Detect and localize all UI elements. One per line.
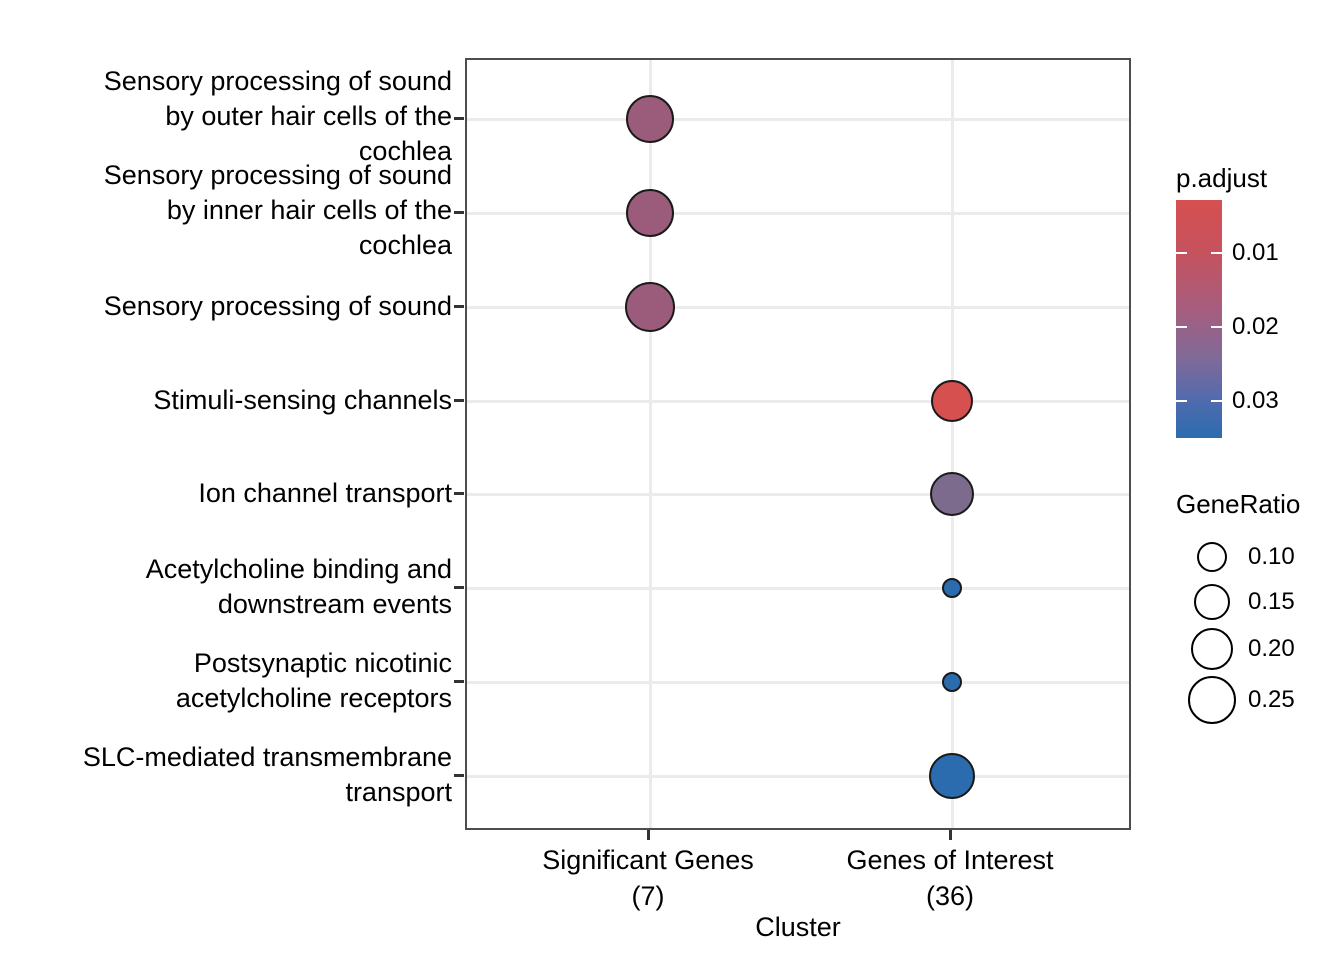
legend-size-label-2: 0.20 [1248, 635, 1295, 662]
gridline-h-2 [467, 306, 1129, 309]
legend-size-circle-2 [1191, 628, 1233, 670]
y-tick-3 [454, 399, 464, 402]
y-axis-label-3: Stimuli-sensing channels [153, 385, 452, 415]
y-axis-label-7: SLC-mediated transmembrane transport [82, 742, 452, 807]
gridline-v-0 [649, 60, 652, 828]
plot-panel [465, 58, 1131, 830]
data-point-5[interactable] [942, 578, 962, 598]
gridline-h-3 [467, 400, 1129, 403]
colorbar-tick-1-right [1211, 326, 1222, 328]
legend-color-title: p.adjust [1176, 163, 1268, 193]
data-point-7[interactable] [929, 753, 975, 799]
y-tick-5 [454, 586, 464, 589]
legend-size-label-0: 0.10 [1248, 543, 1295, 570]
y-axis-label-4: Ion channel transport [198, 478, 452, 508]
y-axis-labels: Sensory processing of sound by outer hai… [0, 0, 452, 960]
data-point-4[interactable] [930, 472, 974, 516]
legend-size-circle-0 [1197, 542, 1227, 572]
data-point-0[interactable] [626, 95, 674, 143]
x-tick-1 [949, 830, 952, 840]
gridline-h-4 [467, 493, 1129, 496]
data-point-6[interactable] [942, 672, 962, 692]
y-tick-1 [454, 211, 464, 214]
gridline-h-7 [467, 775, 1129, 778]
legend-size-label-1: 0.15 [1248, 588, 1295, 615]
data-point-1[interactable] [626, 189, 674, 237]
data-point-2[interactable] [625, 282, 675, 332]
y-axis-label-2: Sensory processing of sound [103, 291, 452, 321]
colorbar-tick-0-left [1176, 252, 1187, 254]
data-point-3[interactable] [931, 380, 973, 422]
gridline-h-1 [467, 212, 1129, 215]
y-tick-0 [454, 117, 464, 120]
colorbar-tick-1-left [1176, 326, 1187, 328]
y-axis-label-0: Sensory processing of sound by outer hai… [103, 66, 452, 166]
legend-size-title: GeneRatio [1176, 489, 1301, 519]
gridline-h-5 [467, 587, 1129, 590]
colorbar-tick-2-right [1211, 400, 1222, 402]
gridline-h-6 [467, 681, 1129, 684]
colorbar-label-1: 0.02 [1232, 313, 1279, 340]
colorbar-tick-2-left [1176, 400, 1187, 402]
legend-size-circle-3 [1188, 676, 1236, 724]
y-axis-label-1: Sensory processing of sound by inner hai… [103, 160, 452, 260]
gridline-v-1 [951, 60, 954, 828]
y-axis-label-5: Acetylcholine binding and downstream eve… [145, 554, 452, 619]
legend-size-label-3: 0.25 [1248, 686, 1295, 713]
x-tick-0 [647, 830, 650, 840]
y-tick-7 [454, 774, 464, 777]
colorbar-label-0: 0.01 [1232, 239, 1279, 266]
gridline-h-0 [467, 118, 1129, 121]
y-tick-4 [454, 492, 464, 495]
y-tick-2 [454, 305, 464, 308]
colorbar-tick-0-right [1211, 252, 1222, 254]
legend-colorbar [1176, 200, 1222, 438]
x-axis-title: Cluster [755, 912, 841, 942]
x-axis-label-0: Significant Genes (7) [542, 845, 754, 911]
x-axis-label-1: Genes of Interest (36) [846, 845, 1054, 911]
y-axis-label-6: Postsynaptic nicotinic acetylcholine rec… [175, 648, 452, 713]
y-tick-6 [454, 680, 464, 683]
legend-size-circle-1 [1194, 584, 1230, 620]
colorbar-label-2: 0.03 [1232, 387, 1279, 414]
